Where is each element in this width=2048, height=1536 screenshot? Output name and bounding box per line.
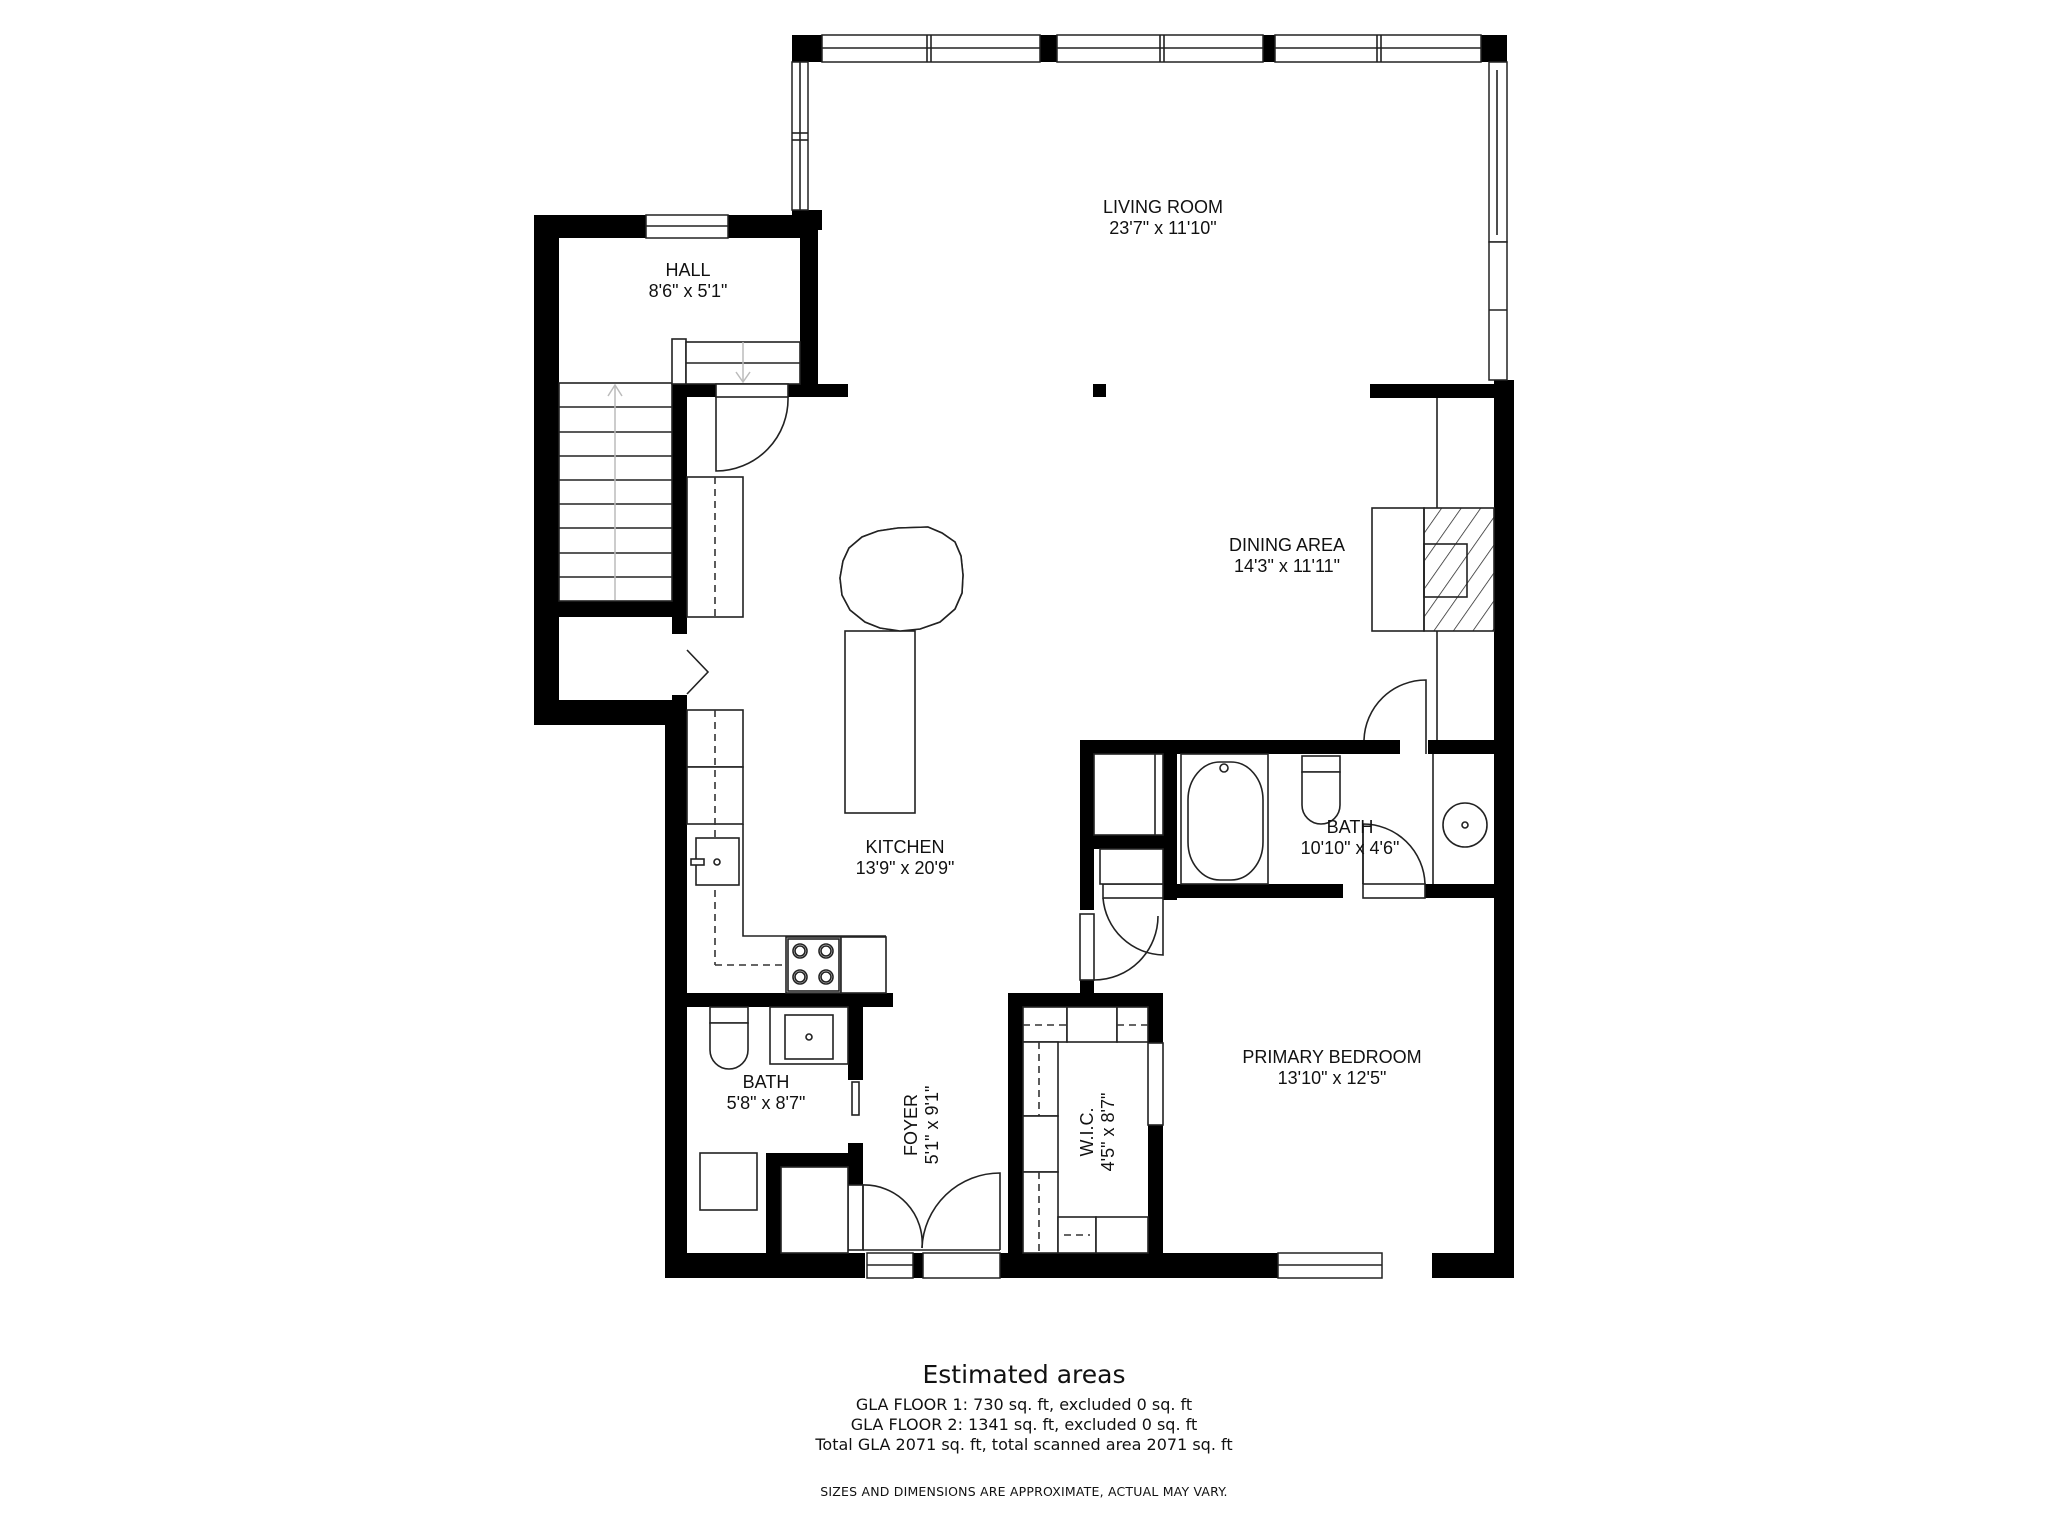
room-name: FOYER (901, 1093, 921, 1157)
room-name: PRIMARY BEDROOM (1242, 1047, 1422, 1067)
room-dims: 10'10" x 4'6" (1300, 838, 1400, 858)
room-name: LIVING ROOM (1102, 197, 1224, 217)
doors (686, 383, 1427, 1251)
room-dims: 13'9" x 20'9" (855, 858, 955, 878)
room-dims: 8'6" x 5'1" (648, 281, 728, 301)
fireplace (1093, 384, 1495, 740)
room-bath-west: BATH 5'8" x 8'7" (727, 1072, 806, 1114)
total-gla: Total GLA 2071 sq. ft, total scanned are… (815, 1435, 1233, 1454)
room-name: HALL (665, 260, 711, 280)
room-primary-bedroom: PRIMARY BEDROOM 13'10" x 12'5" (1242, 1047, 1421, 1089)
kitchen-fixtures (686, 476, 964, 994)
room-dims: 5'1" x 9'1" (922, 1085, 942, 1165)
staircase (558, 338, 801, 602)
room-wic: W.I.C. 4'5" x 8'7" (1077, 1093, 1119, 1172)
disclaimer: SIZES AND DIMENSIONS ARE APPROXIMATE, AC… (820, 1484, 1228, 1499)
room-name: W.I.C. (1077, 1107, 1097, 1157)
room-foyer: FOYER 5'1" x 9'1" (901, 1086, 943, 1165)
room-dims: 14'3" x 11'11" (1233, 556, 1341, 576)
room-name: BATH (742, 1072, 790, 1092)
room-dims: 23'7" x 11'10" (1109, 218, 1217, 238)
room-dims: 13'10" x 12'5" (1277, 1068, 1387, 1088)
room-name: KITCHEN (865, 837, 945, 857)
room-living-room: LIVING ROOM 23'7" x 11'10" (1103, 197, 1223, 239)
room-bath-east: BATH 10'10" x 4'6" (1301, 817, 1400, 859)
estimated-areas-title: Estimated areas (922, 1360, 1126, 1389)
room-dining-area: DINING AREA 14'3" x 11'11" (1229, 535, 1345, 577)
room-hall: HALL 8'6" x 5'1" (649, 260, 728, 302)
walls (534, 35, 1514, 1278)
room-name: BATH (1326, 817, 1374, 837)
west-bath-fixtures (699, 1006, 849, 1254)
room-kitchen: KITCHEN 13'9" x 20'9" (856, 837, 955, 879)
windows (645, 34, 1508, 1279)
wic-shelving (1022, 1006, 1149, 1254)
east-bath-fixtures (1093, 753, 1488, 885)
room-dims: 4'5" x 8'7" (1098, 1092, 1118, 1172)
room-dims: 5'8" x 8'7" (726, 1093, 806, 1113)
room-name: DINING AREA (1228, 535, 1346, 555)
gla-floor-2: GLA FLOOR 2: 1341 sq. ft, excluded 0 sq.… (850, 1415, 1198, 1434)
gla-floor-1: GLA FLOOR 1: 730 sq. ft, excluded 0 sq. … (855, 1395, 1193, 1414)
